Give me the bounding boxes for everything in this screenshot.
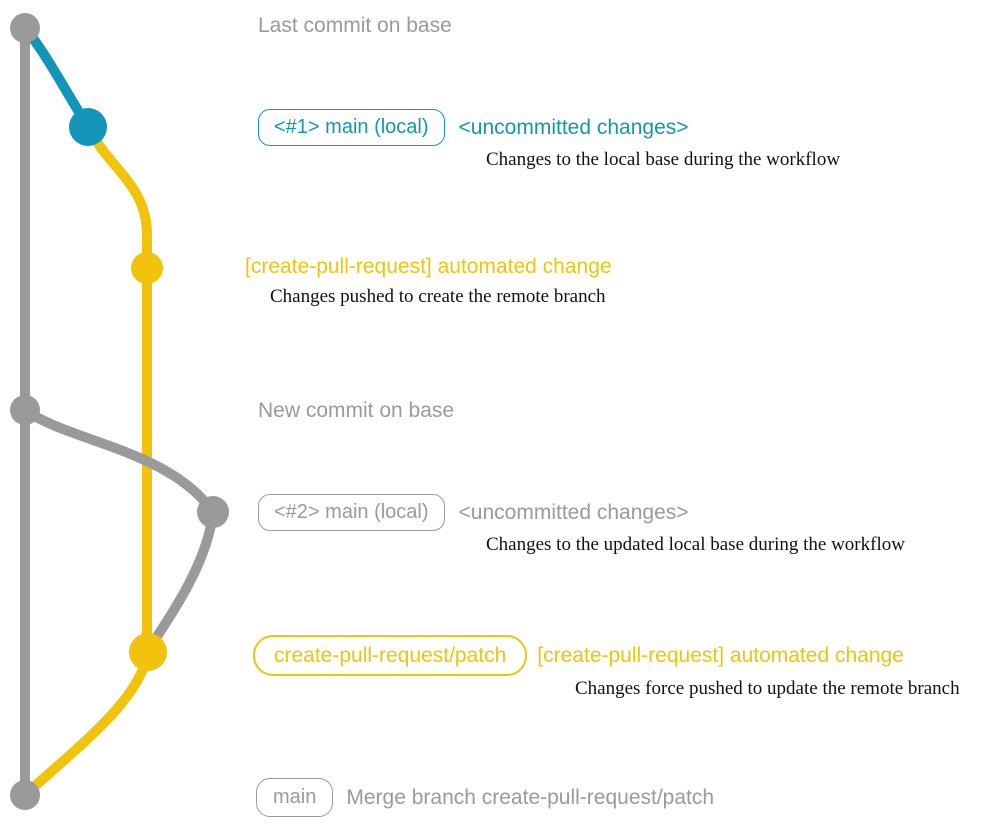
patch-branch-line <box>83 124 152 652</box>
automated-change-desc-2: Changes force pushed to update the remot… <box>575 678 960 699</box>
annotation-new-commit: New commit on base <box>258 399 454 423</box>
commit-dot-patch-1 <box>131 252 163 284</box>
commit-dot-merge <box>10 780 40 810</box>
automated-change-desc-1: Changes pushed to create the remote bran… <box>270 286 606 307</box>
uncommitted-changes-desc-1: Changes to the local base during the wor… <box>486 149 841 170</box>
automated-change-label-1: [create-pull-request] automated change <box>245 255 612 278</box>
annotation-automated-change-1: [create-pull-request] automated change C… <box>245 255 612 308</box>
annotation-main-local-2: <#2> main (local) <uncommitted changes> … <box>258 494 905 556</box>
last-commit-label: Last commit on base <box>258 14 452 37</box>
commit-dot-main-local-2 <box>197 496 229 528</box>
merge-label: Merge branch create-pull-request/patch <box>346 785 715 809</box>
annotation-merge: main Merge branch create-pull-request/pa… <box>256 778 714 817</box>
branch-badge-main-local-2: <#2> main (local) <box>258 494 445 531</box>
commit-dot-last-base <box>10 13 40 43</box>
uncommitted-changes-label-1: <uncommitted changes> <box>458 115 689 139</box>
commit-dot-new-base <box>10 395 40 425</box>
annotation-automated-change-2: create-pull-request/patch [create-pull-r… <box>253 635 960 700</box>
new-commit-label: New commit on base <box>258 399 455 422</box>
branch-badge-patch: create-pull-request/patch <box>253 635 528 676</box>
patch-merge-curve <box>21 650 153 799</box>
uncommitted-changes-label-2: <uncommitted changes> <box>458 500 689 524</box>
annotation-last-commit: Last commit on base <box>258 14 452 38</box>
annotation-main-local-1: <#1> main (local) <uncommitted changes> … <box>258 109 840 171</box>
uncommitted-changes-desc-2: Changes to the updated local base during… <box>486 534 905 555</box>
base-to-main-local-curve <box>22 405 218 515</box>
commit-dot-main-local-1 <box>69 108 107 146</box>
main-local-to-patch-curve <box>143 511 218 653</box>
commit-dot-patch-2 <box>129 633 167 671</box>
automated-change-label-2: [create-pull-request] automated change <box>537 643 904 667</box>
branch-badge-main-local-1: <#1> main (local) <box>258 109 445 146</box>
branch-badge-main: main <box>256 778 334 817</box>
